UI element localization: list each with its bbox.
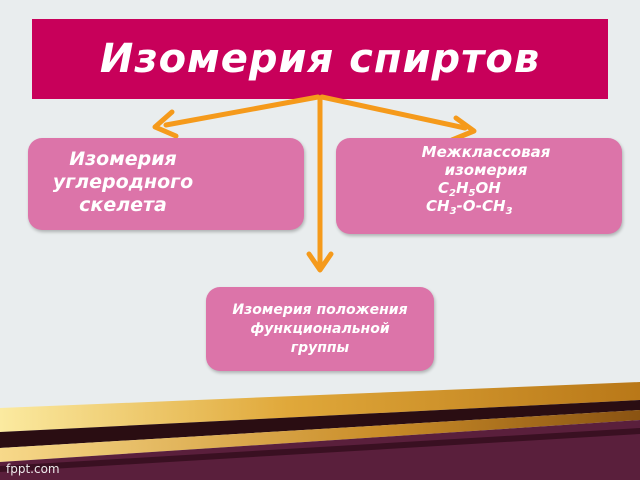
formula-dimethyl-ether: CH3-O-CH3 (386, 197, 586, 217)
formula-1-sub-b: 5 (468, 188, 476, 199)
formula-1-sub-a: 2 (449, 188, 456, 199)
formula-1-part-a: C (438, 179, 450, 197)
formula-1-part-c: OH (475, 179, 501, 197)
box-bottom-line-3: группы (290, 339, 350, 356)
box-right-line-1: Межклассовая (421, 143, 551, 161)
arrow-down-head (306, 251, 334, 273)
formula-2-part-b: -O-CH (456, 197, 506, 215)
box-bottom-line-2: функциональной (250, 320, 390, 337)
title-banner: Изомерия спиртов (32, 19, 608, 99)
arrow-right-head (449, 115, 477, 143)
box-bottom-line-1: Изомерия положения (232, 301, 408, 318)
page-title: Изомерия спиртов (99, 36, 541, 82)
box-left-line-3: скелета (79, 194, 167, 216)
box-left-line-2: углеродного (52, 171, 194, 193)
watermark: fppt.com (6, 462, 60, 476)
box-left-line-1: Изомерия (69, 148, 177, 170)
box-right-line-2: изомерия (444, 161, 528, 179)
arrow-left-head (152, 109, 179, 139)
box-carbon-skeleton: Изомерия углеродного скелета (28, 138, 304, 230)
box-functional-group-position: Изомерия положения функциональной группы (206, 287, 434, 371)
arrow-left (163, 94, 321, 128)
formula-1-part-b: H (455, 179, 469, 197)
formula-2-sub-a: 3 (449, 206, 457, 217)
box-interclass: Межклассовая изомерия C2H5OH CH3-O-CH3 (336, 138, 622, 234)
formula-ethanol: C2H5OH (386, 179, 586, 199)
formula-2-part-a: CH (426, 197, 450, 215)
formula-2-sub-b: 3 (505, 206, 513, 217)
decorative-stripes (0, 382, 640, 480)
arrow-right (319, 94, 468, 131)
